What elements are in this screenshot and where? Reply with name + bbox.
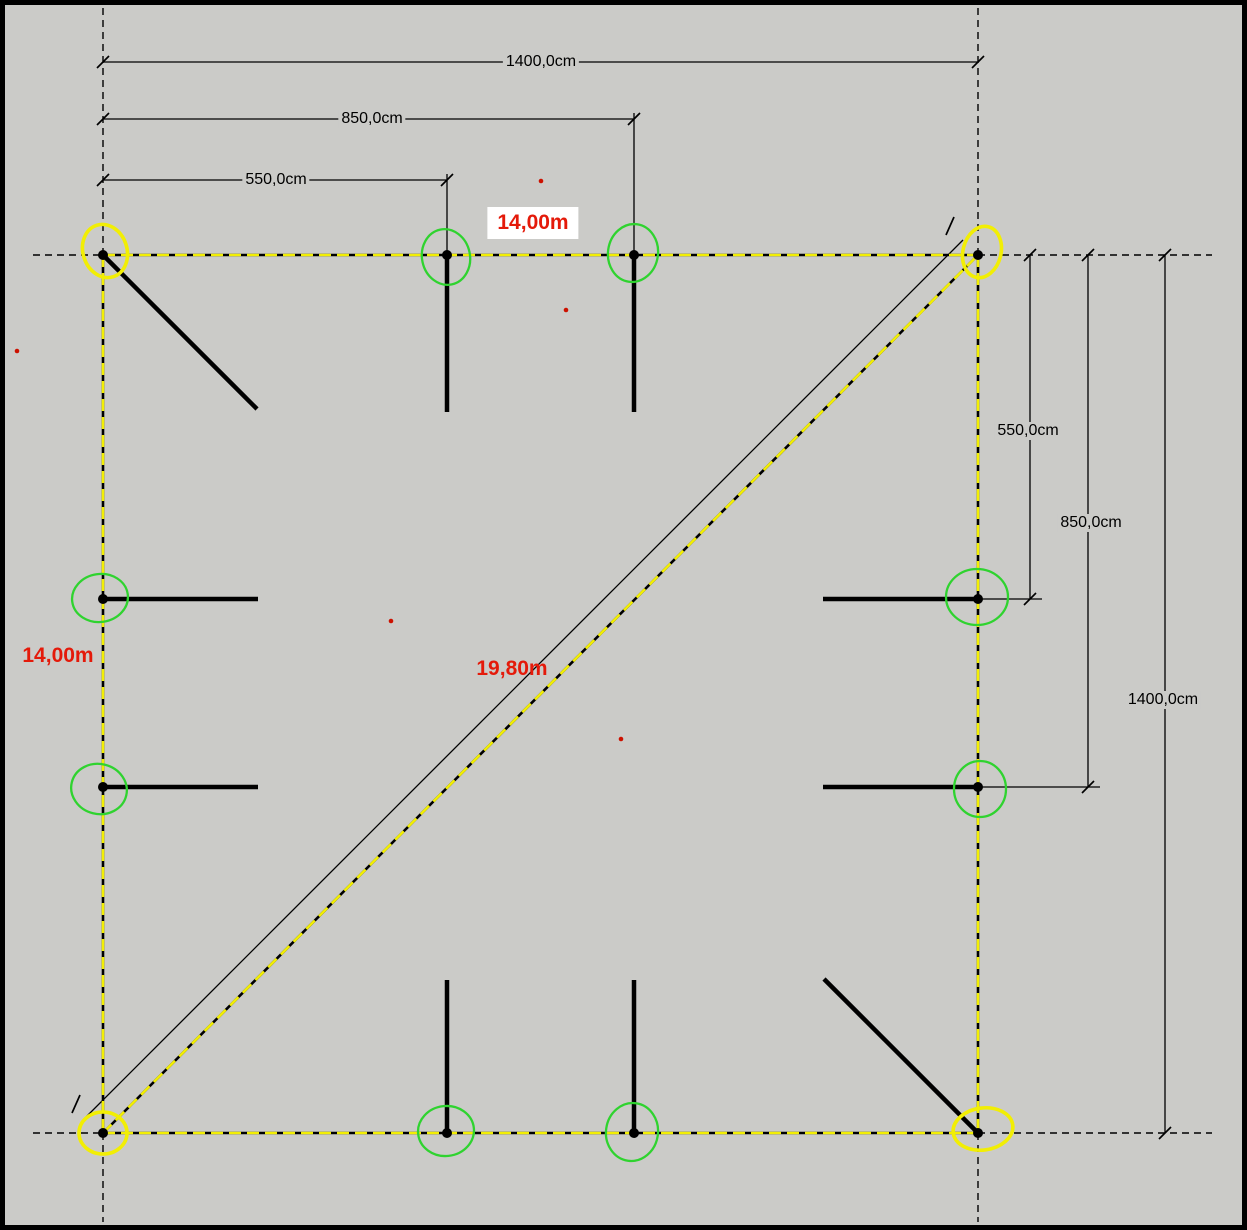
dim-line-diagonal[interactable] [84, 239, 964, 1119]
dim-tick [1023, 592, 1037, 606]
yellow-ring-bottom-right [951, 1105, 1015, 1153]
red-dot [14, 348, 20, 354]
selection-edges [101, 253, 980, 1135]
dim-tick [96, 55, 110, 69]
red-label-left-height[interactable]: 14,00m [22, 644, 94, 667]
point-top-850[interactable] [629, 250, 639, 260]
dim-label-right-850[interactable]: 850,0cm [1057, 514, 1125, 532]
dim-tick [1081, 248, 1095, 262]
yellow-ring-top-left [80, 222, 130, 280]
dim-tick-diagonal-bottom [71, 1094, 81, 1114]
point-corner-top-left[interactable] [98, 250, 108, 260]
bar-corner-bottom-right[interactable] [822, 977, 978, 1133]
green-highlight-rings [70, 222, 1010, 1163]
red-dot [538, 178, 544, 184]
green-ring-left-550 [70, 572, 130, 624]
red-dots [14, 178, 624, 742]
yellow-ring-top-right [960, 224, 1004, 280]
dim-label-right-1400[interactable]: 1400,0cm [1124, 691, 1202, 709]
red-label-top-width[interactable]: 14,00m [487, 207, 579, 239]
red-dot [618, 736, 624, 742]
green-ring-bottom-550 [416, 1104, 476, 1158]
green-ring-top-850 [606, 222, 660, 284]
point-left-850[interactable] [98, 782, 108, 792]
dim-tick [440, 173, 454, 187]
point-right-550[interactable] [973, 594, 983, 604]
dim-tick [627, 112, 641, 126]
dim-label-top-550[interactable]: 550,0cm [242, 171, 310, 189]
point-right-850[interactable] [973, 782, 983, 792]
square-diagonal[interactable] [102, 254, 979, 1134]
dim-label-right-550[interactable]: 550,0cm [994, 422, 1062, 440]
dim-tick-diagonal-top [945, 216, 955, 236]
green-ring-right-850 [952, 759, 1008, 819]
point-corner-top-right[interactable] [973, 250, 983, 260]
point-corner-bottom-right[interactable] [973, 1128, 983, 1138]
point-bottom-550[interactable] [442, 1128, 452, 1138]
green-ring-right-550 [944, 567, 1010, 627]
red-dot [388, 618, 394, 624]
yellow-highlight-rings [77, 222, 1015, 1156]
construction-lines [33, 8, 1212, 1222]
dim-label-top-850[interactable]: 850,0cm [338, 110, 406, 128]
dim-tick [1158, 248, 1172, 262]
green-ring-bottom-850 [604, 1101, 660, 1163]
point-bottom-850[interactable] [629, 1128, 639, 1138]
dim-tick [1023, 248, 1037, 262]
dim-tick [96, 173, 110, 187]
point-left-550[interactable] [98, 594, 108, 604]
red-dot [563, 307, 569, 313]
bar-corner-top-left[interactable] [103, 255, 259, 411]
red-label-diagonal[interactable]: 19,80m [476, 657, 548, 680]
dim-tick [96, 112, 110, 126]
dim-tick [1158, 1126, 1172, 1140]
green-ring-top-550 [420, 228, 472, 286]
dim-tick [1081, 780, 1095, 794]
edge-diagonal-highlight [102, 254, 979, 1134]
point-corner-bottom-left[interactable] [98, 1128, 108, 1138]
layout-points [98, 250, 983, 1138]
point-top-550[interactable] [442, 250, 452, 260]
yellow-ring-bottom-left [77, 1110, 129, 1156]
green-ring-left-850 [70, 762, 128, 816]
dim-tick [971, 55, 985, 69]
dim-label-top-1400[interactable]: 1400,0cm [502, 53, 580, 71]
